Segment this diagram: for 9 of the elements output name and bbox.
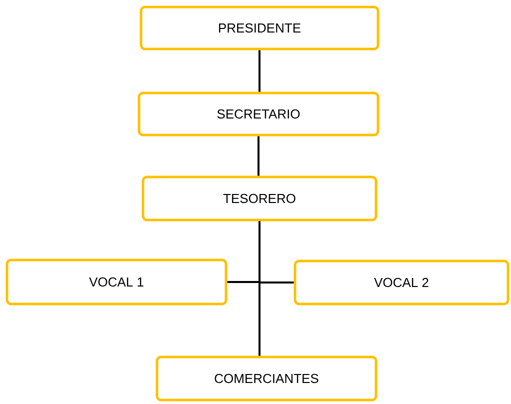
org-box: SECRETARIO — [138, 92, 380, 136]
connector-line — [258, 50, 260, 92]
org-box: VOCAL 2 — [294, 260, 510, 306]
connector-line — [258, 221, 260, 356]
org-box: TESORERO — [142, 176, 378, 222]
org-box: PRESIDENTE — [140, 6, 380, 50]
connector-line — [258, 136, 260, 176]
org-box: COMERCIANTES — [156, 356, 378, 402]
org-box: VOCAL 1 — [6, 258, 228, 306]
